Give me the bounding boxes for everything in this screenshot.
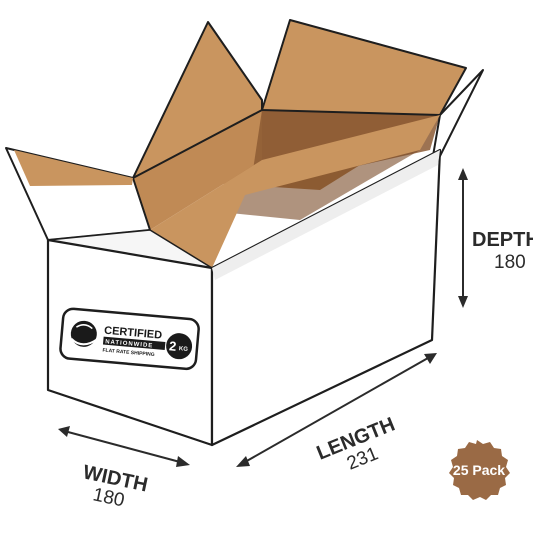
logo-line3: FLAT RATE SHIPPING (102, 348, 155, 359)
box-side-face (210, 148, 442, 447)
logo-line2: NATIONWIDE (105, 339, 154, 349)
logo-weight-unit: KG (179, 346, 189, 353)
depth-dimension: DEPTH 180 (458, 168, 533, 308)
box-side-shade (212, 150, 440, 280)
width-arrow-end (176, 456, 190, 467)
width-dimension: WIDTH 180 (58, 426, 190, 511)
pack-badge-text: 25 Pack (453, 462, 505, 478)
depth-value: 180 (494, 252, 526, 273)
logo-frame (59, 307, 200, 371)
flap-back-right (261, 19, 467, 116)
globe-hand-icon (70, 320, 99, 347)
depth-label: DEPTH (472, 229, 533, 251)
width-arrow-start (58, 426, 70, 437)
flap-front-inner (150, 115, 440, 268)
inner-side-wall-left (133, 110, 262, 230)
logo-line1: CERTIFIED (104, 325, 163, 342)
logo-band (102, 336, 166, 350)
inner-floor-shadow (200, 150, 420, 220)
logo-weight: 2 (168, 338, 177, 354)
weight-circle (166, 333, 193, 360)
depth-arrow-bottom (458, 296, 468, 308)
length-arrow-line (244, 357, 429, 463)
pack-badge-shape (449, 440, 510, 500)
length-arrow-start (236, 456, 250, 467)
flap-left-inner (14, 150, 133, 186)
certified-logo: CERTIFIED NATIONWIDE FLAT RATE SHIPPING … (59, 307, 200, 371)
width-arrow-line (67, 431, 181, 463)
pack-badge: 25 Pack (449, 440, 510, 500)
length-arrow-end (424, 353, 437, 364)
depth-arrow-top (458, 168, 468, 180)
flap-back-left (132, 21, 263, 179)
